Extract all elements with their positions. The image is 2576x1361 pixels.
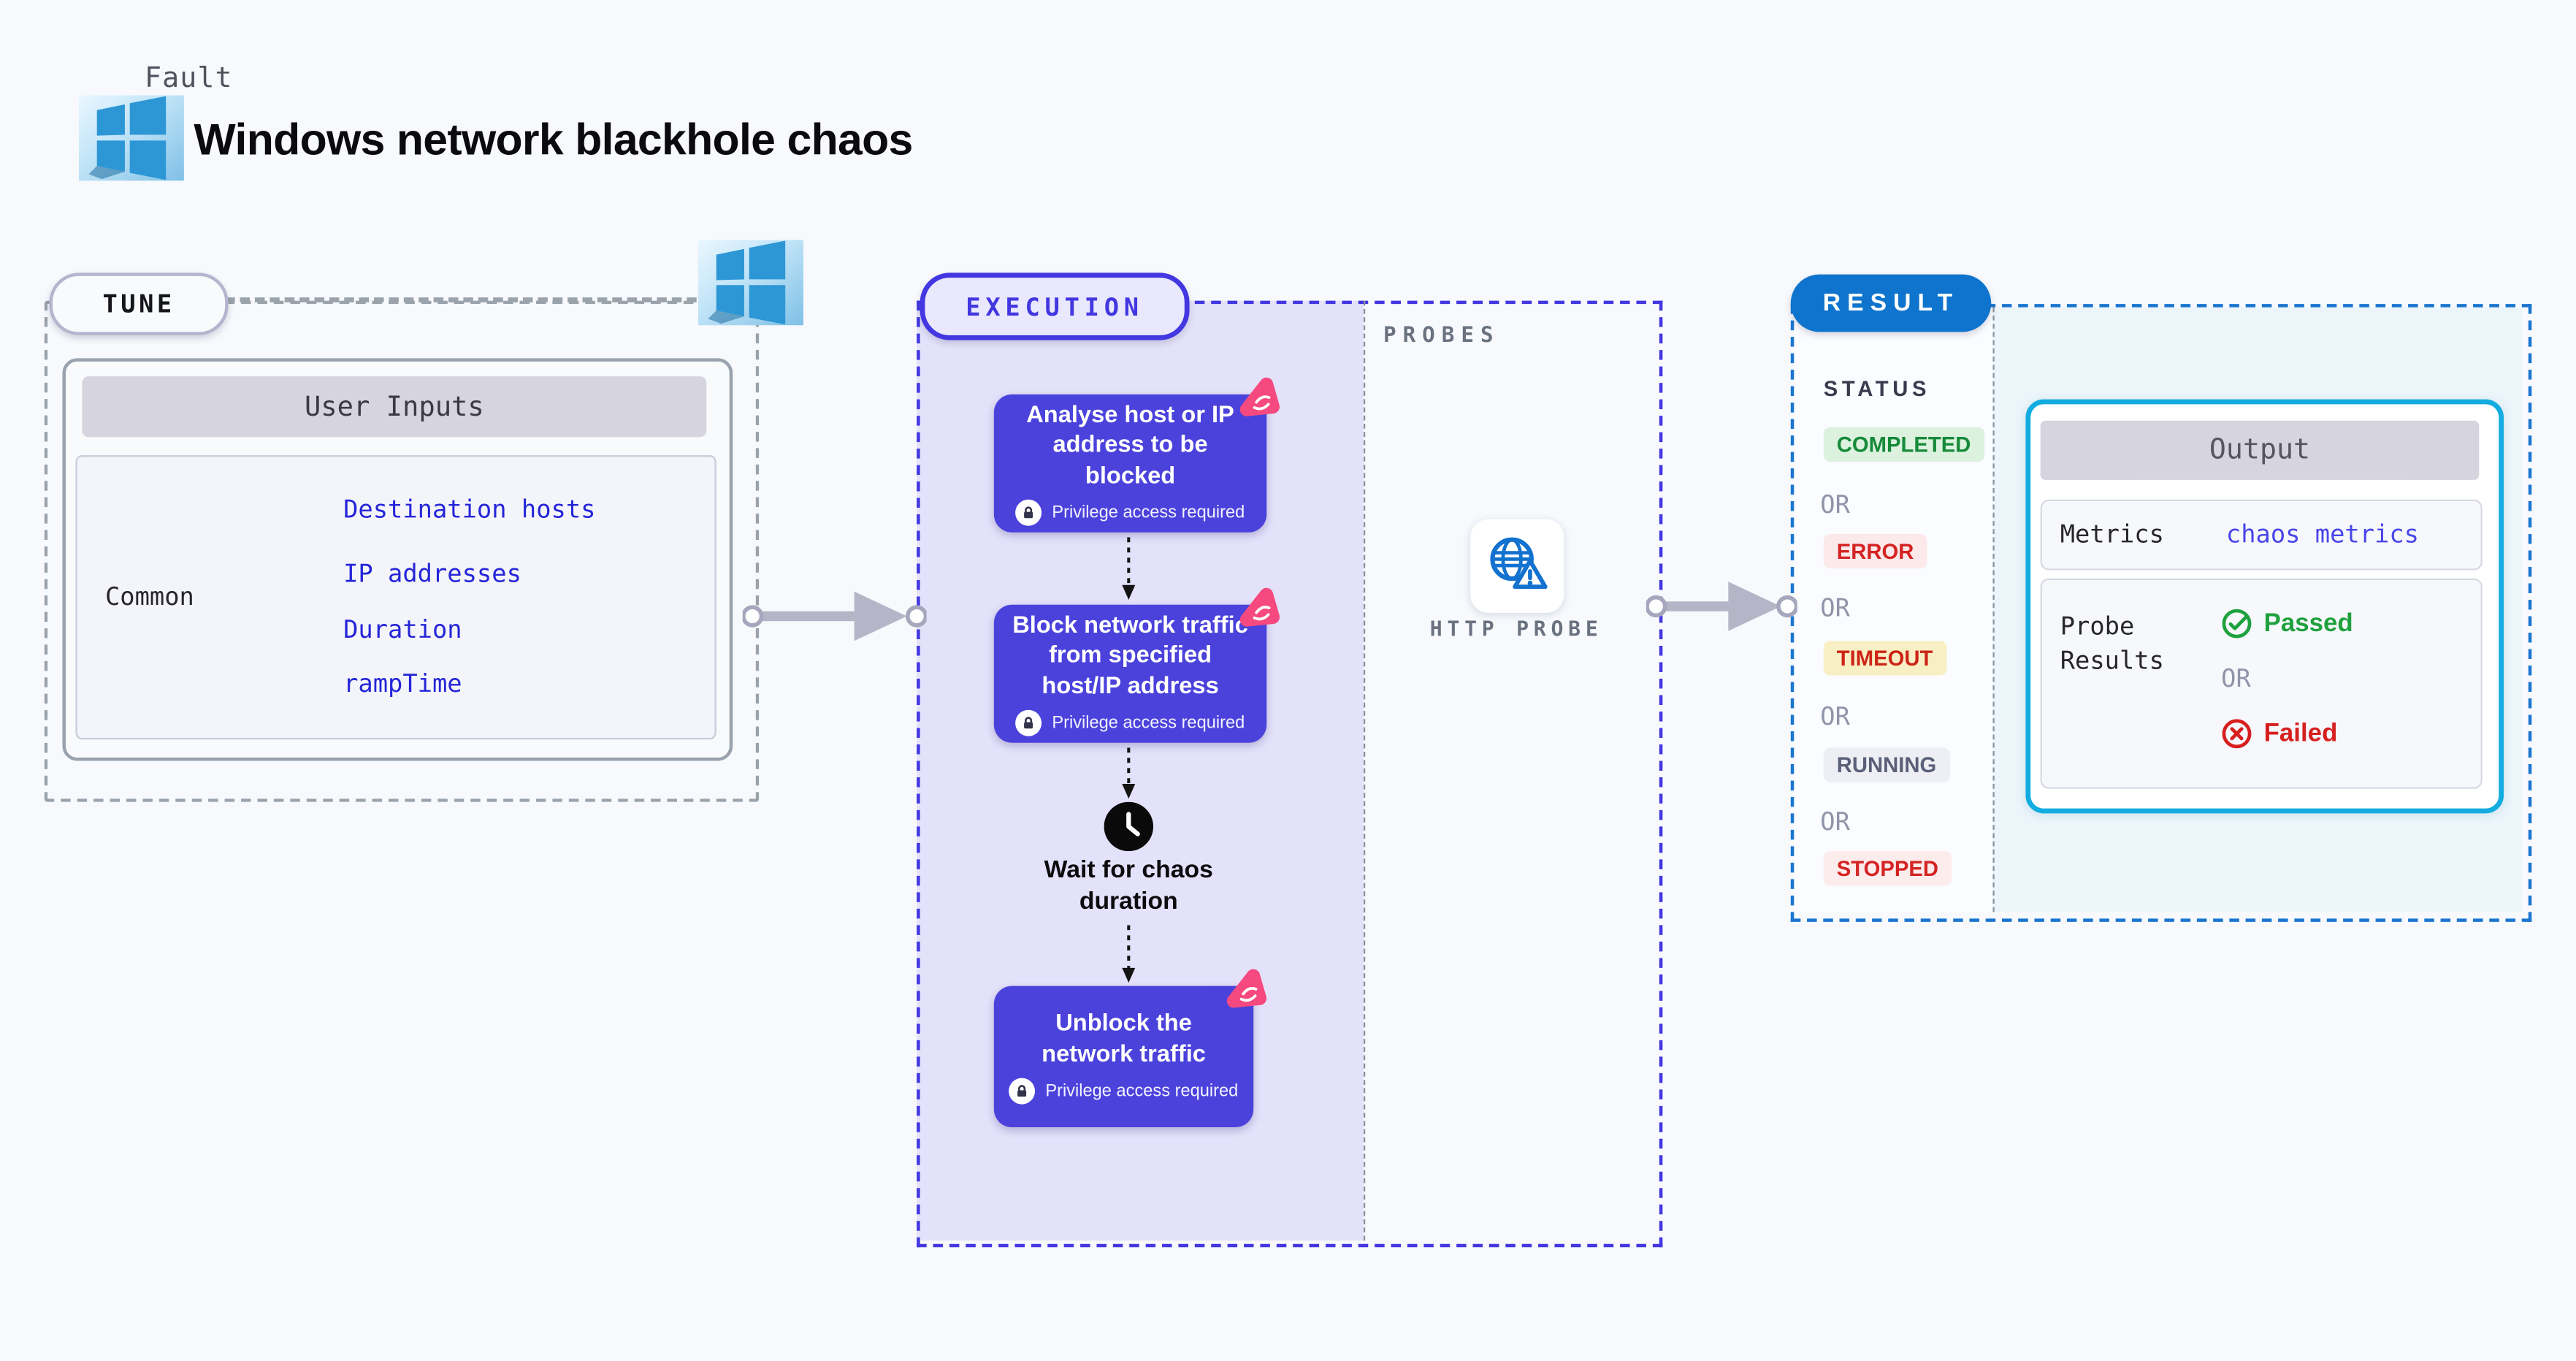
result-divider [1992,307,1995,912]
status-badge-error: ERROR [1823,534,1927,569]
link-destination-hosts[interactable]: Destination hosts [343,495,596,525]
status-badge-stopped: STOPPED [1823,851,1952,886]
user-inputs-body [75,455,716,740]
or-separator: OR [2221,663,2251,694]
litmus-chaos-badge-icon [1235,584,1285,635]
privilege-note: Privilege access required [1015,710,1245,737]
probe-results-label: Probe Results [2060,611,2164,676]
windows-logo-icon [79,95,184,180]
litmus-chaos-badge-icon [1235,374,1285,424]
status-badge-running: RUNNING [1823,747,1950,782]
output-header: Output [2040,420,2480,480]
step-unblock-traffic: Unblock the network traffic Privilege ac… [993,986,1253,1128]
execution-pill: EXECUTION [920,272,1190,340]
link-duration[interactable]: Duration [343,614,462,644]
or-separator: OR [1820,593,1850,623]
tune-pill: TUNE [49,272,229,335]
probes-divider [1363,300,1366,1241]
probe-passed: Passed [2221,608,2353,639]
or-separator: OR [1820,489,1850,519]
wait-step-label: Wait for chaos duration [1044,855,1213,915]
execution-section [917,300,1663,1248]
step-connector-arrow [1122,747,1136,799]
clock-icon [1104,801,1154,852]
status-heading: STATUS [1823,376,1931,401]
step-connector-arrow [1122,925,1136,983]
metrics-row [2040,499,2483,571]
result-pill: RESULT [1790,274,1992,332]
step-analyse-host: Analyse host or IP address to be blocked… [993,394,1266,533]
tune-platform-connector [225,297,697,302]
windows-logo-icon [697,240,805,325]
http-probe-label: HTTP PROBE [1429,616,1603,641]
lock-icon [1009,1078,1036,1105]
arrow-probes-to-result [1646,582,1797,631]
lock-icon [1015,710,1042,737]
passed-label: Passed [2263,609,2353,637]
page-title: Windows network blackhole chaos [194,115,913,164]
privilege-note: Privilege access required [1009,1078,1238,1105]
check-circle-icon [2222,609,2252,638]
x-circle-icon [2222,719,2252,749]
http-probe-card [1470,519,1564,614]
tune-section [44,300,760,802]
status-badge-timeout: TIMEOUT [1823,641,1946,676]
metrics-label: Metrics [2060,519,2164,549]
or-separator: OR [1820,701,1850,731]
litmus-chaos-badge-icon [1222,966,1272,1016]
chaos-metrics-link[interactable]: chaos metrics [2225,519,2419,549]
step-title: Analyse host or IP address to be blocked [1026,402,1234,489]
step-title: Block network traffic from specified hos… [1012,612,1248,700]
lock-icon [1015,500,1042,527]
probe-failed: Failed [2221,718,2337,750]
user-inputs-header: User Inputs [82,376,707,438]
or-separator: OR [1820,807,1850,836]
privilege-note: Privilege access required [1015,500,1245,527]
step-block-traffic: Block network traffic from specified hos… [993,605,1266,743]
link-ramptime[interactable]: rampTime [343,668,462,698]
probe-results-row [2040,578,2483,789]
fault-kicker: Fault [144,62,233,96]
status-badge-completed: COMPLETED [1823,427,1984,462]
failed-label: Failed [2263,719,2338,747]
step-connector-arrow [1122,537,1136,601]
globe-alert-icon [1489,536,1547,589]
arrow-tune-to-execution [742,591,927,641]
link-ip-addresses[interactable]: IP addresses [343,558,521,589]
step-title: Unblock the network traffic [1042,1010,1206,1067]
probes-heading: PROBES [1383,324,1500,348]
result-status-zone [1794,307,1993,912]
user-inputs-category: Common [104,582,194,611]
